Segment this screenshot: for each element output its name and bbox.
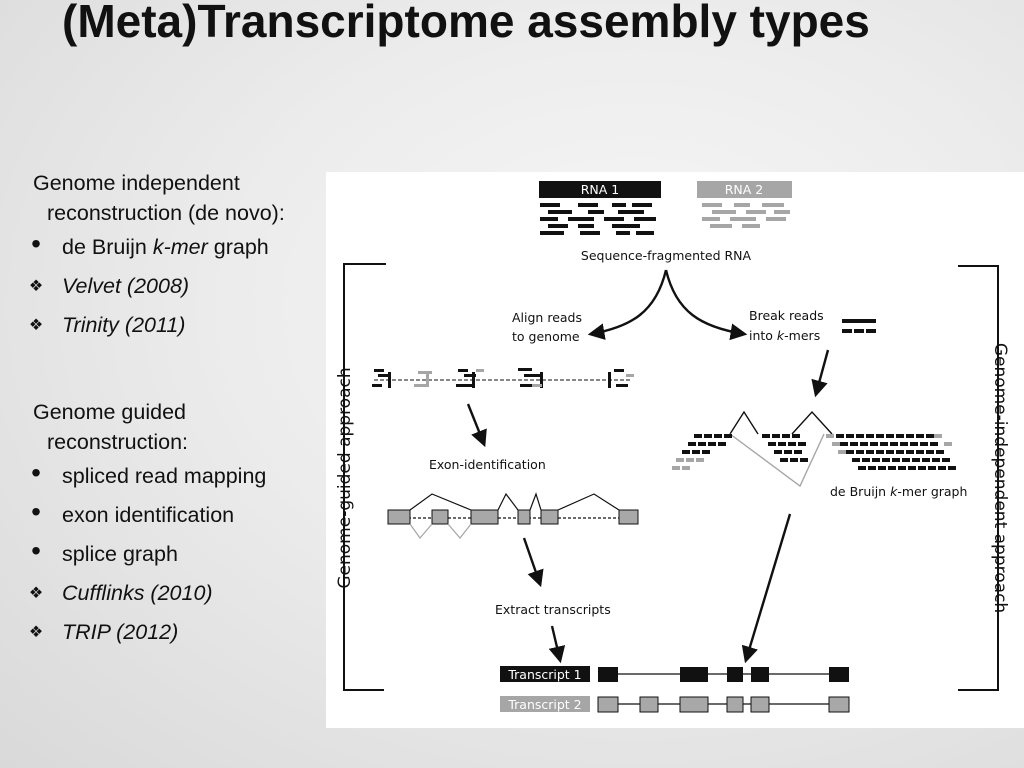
debruijn-label: de Bruijn k-mer graph (830, 484, 967, 499)
fragmented-rna-label: Sequence-fragmented RNA (581, 248, 752, 263)
bracket-left (343, 263, 386, 691)
bullet-item-spliced-read-mapping: • spliced read mapping (20, 457, 320, 496)
rna2-fragments (702, 203, 790, 228)
bullet-item-velvet: ❖ Velvet (2008) (20, 267, 320, 306)
bullet-item-trinity: ❖ Trinity (2011) (20, 306, 320, 345)
transcript1-label: Transcript 1 (507, 667, 581, 682)
rna2-label: RNA 2 (725, 182, 764, 197)
bullet-item-trip: ❖ TRIP (2012) (20, 613, 320, 652)
split-arrow-left (587, 269, 668, 340)
rna1-label: RNA 1 (581, 182, 620, 197)
diamond-bullet-icon: ❖ (28, 624, 44, 641)
splice-graph (387, 492, 639, 539)
bullet-dot-icon: • (31, 496, 41, 527)
align-label-1: Align reads (512, 310, 582, 325)
diamond-bullet-icon: ❖ (28, 317, 44, 334)
bullet-item-exon-identification: • exon identification (20, 496, 320, 535)
transcript1-label-box (500, 666, 590, 682)
bullet-dot-icon: • (31, 228, 41, 259)
bracket-right (958, 265, 999, 691)
transcript2-model (597, 696, 850, 713)
exon-identification-label: Exon-identification (429, 457, 546, 472)
transcript2-label-box (500, 696, 590, 712)
rna1-label-box (539, 181, 661, 198)
bullet-item-splice-graph: • splice graph (20, 535, 320, 574)
aligned-reads (372, 368, 634, 388)
bullet-item-cufflinks: ❖ Cufflinks (2010) (20, 574, 320, 613)
split-arrow-right (664, 269, 748, 341)
slide-title: (Meta)Transcriptome assembly types (62, 0, 870, 47)
arrow-debruijn-to-transcripts (741, 513, 792, 664)
bullet-dot-icon: • (31, 535, 41, 566)
align-label-2: to genome (512, 329, 580, 344)
group-heading-independent: Genome independent reconstruction (de no… (33, 171, 285, 225)
break-label-2: into k-mers (749, 328, 820, 343)
arrow-to-extract (522, 537, 544, 588)
transcript2-label: Transcript 2 (507, 697, 581, 712)
debruijn-graph (672, 410, 956, 488)
group-heading-guided: Genome guided reconstruction: (33, 400, 189, 454)
assembly-diagram: RNA 1 RNA 2 Sequence-fragmented RNA Alig… (326, 172, 1024, 728)
side-label-genome-guided: Genome-guided approach (335, 367, 355, 588)
bullet-list: Genome independent reconstruction (de no… (20, 168, 320, 652)
rna1-fragments (540, 203, 656, 235)
transcript1-model (598, 667, 849, 682)
bullet-dot-icon: • (31, 457, 41, 488)
rna2-label-box (697, 181, 792, 198)
extract-transcripts-label: Extract transcripts (495, 602, 611, 617)
arrow-to-debruijn (811, 349, 830, 398)
arrow-to-transcripts (548, 625, 566, 664)
kmers-icon (842, 319, 876, 333)
diamond-bullet-icon: ❖ (28, 278, 44, 295)
bullet-item-debruijn: • de Bruijn k-mer graph (20, 228, 320, 267)
diamond-bullet-icon: ❖ (28, 585, 44, 602)
arrow-to-exon-id (466, 403, 487, 448)
side-label-genome-independent: Genome-independent approach (990, 343, 1010, 613)
break-label-1: Break reads (749, 308, 824, 323)
